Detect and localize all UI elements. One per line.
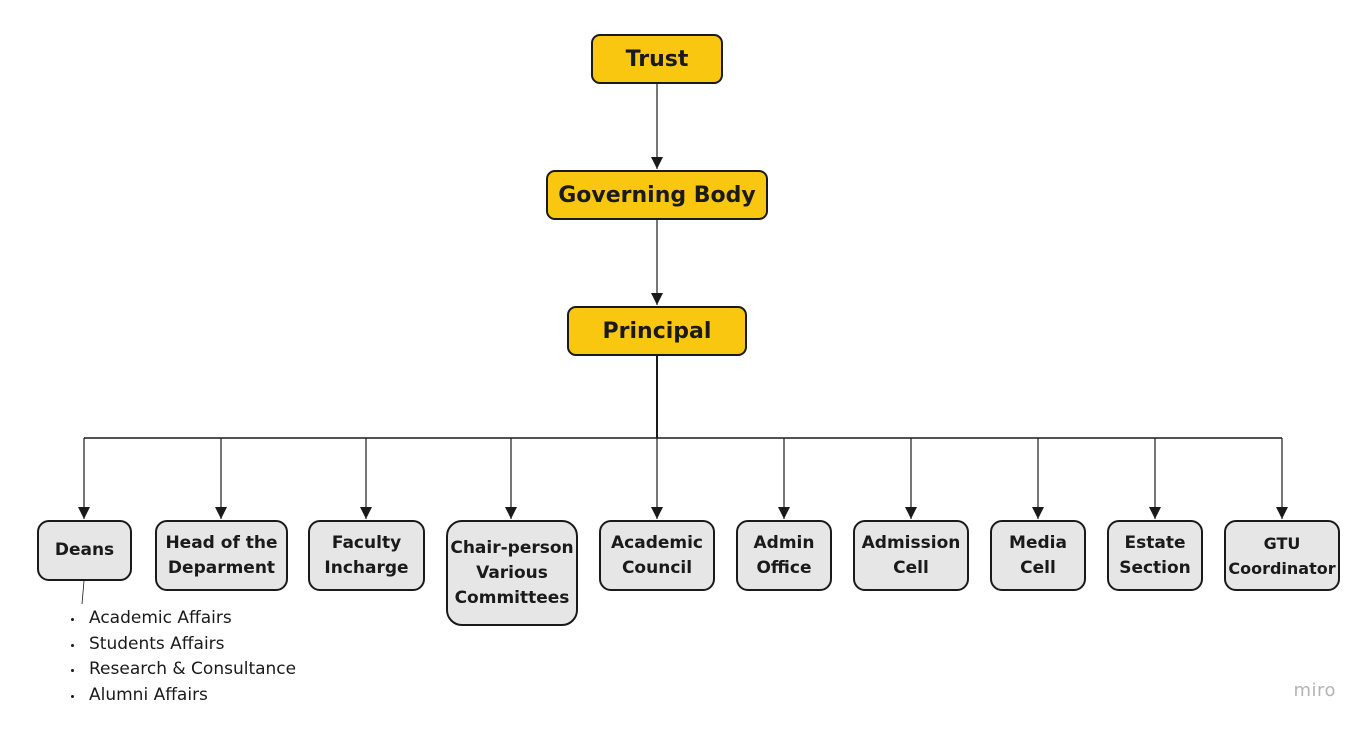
deans-list-item: Academic Affairs [68,606,296,632]
node-academic-line2: Council [621,557,693,578]
node-admission-line1: Admission [861,532,961,553]
node-head-of-department[interactable]: Head of the Deparment [155,520,288,591]
node-principal-label: Principal [602,318,712,344]
deans-list-item: Research & Consultance [68,657,296,683]
node-chair-line3: Committees [454,587,570,608]
node-faculty-line1: Faculty [331,532,402,553]
miro-watermark: miro [1293,680,1336,701]
node-admission-cell[interactable]: Admission Cell [853,520,969,591]
node-media-cell[interactable]: Media Cell [990,520,1086,591]
node-trust[interactable]: Trust [591,34,723,84]
node-deans[interactable]: Deans [37,520,132,581]
node-gtu-line2: Coordinator [1228,558,1336,578]
node-faculty-incharge[interactable]: Faculty Incharge [308,520,425,591]
connector-deans-note [81,580,85,605]
node-admin-line1: Admin [753,532,815,553]
node-gtu-coordinator[interactable]: GTU Coordinator [1224,520,1340,591]
node-estate-line1: Estate [1124,532,1186,553]
node-chair-line2: Various [476,562,548,583]
node-academic-line1: Academic [610,532,704,553]
node-admin-office[interactable]: Admin Office [736,520,832,591]
node-chair-line1: Chair-person [450,537,574,558]
node-academic-council[interactable]: Academic Council [599,520,715,591]
node-governing-body[interactable]: Governing Body [546,170,768,220]
node-hod-line1: Head of the [165,532,278,553]
node-hod-line2: Deparment [167,557,276,578]
node-deans-label: Deans [54,540,115,560]
node-admin-line2: Office [756,557,812,578]
deans-list-item: Alumni Affairs [68,683,296,709]
node-media-line1: Media [1009,532,1067,553]
deans-sublist: Academic Affairs Students Affairs Resear… [68,606,296,708]
node-gtu-line1: GTU [1263,533,1301,553]
node-principal[interactable]: Principal [567,306,747,356]
node-estate-line2: Section [1119,557,1191,578]
node-governing-body-label: Governing Body [558,182,756,208]
node-chair-person[interactable]: Chair-person Various Committees [446,520,578,626]
node-faculty-line2: Incharge [324,557,409,578]
node-media-line2: Cell [1020,557,1056,578]
node-estate-section[interactable]: Estate Section [1107,520,1203,591]
node-trust-label: Trust [625,46,689,72]
node-admission-line2: Cell [893,557,929,578]
deans-list-item: Students Affairs [68,632,296,658]
